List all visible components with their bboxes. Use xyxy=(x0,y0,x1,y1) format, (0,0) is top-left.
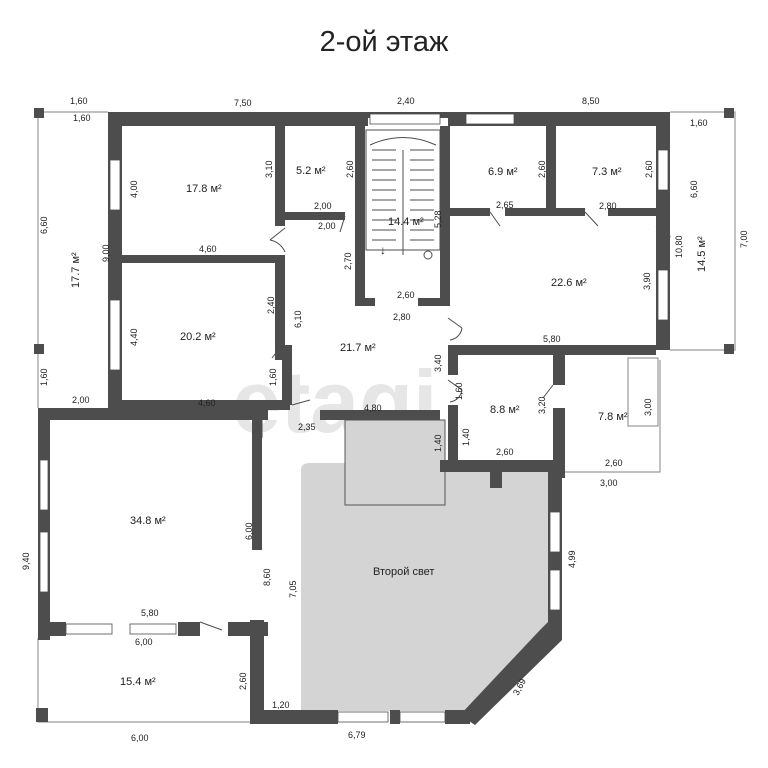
dim-label: 2,40 xyxy=(397,96,415,106)
dim-label: 1,40 xyxy=(461,428,471,446)
dim-label: 6,00 xyxy=(244,522,254,540)
dim-label: 7,50 xyxy=(234,98,252,108)
dim-label: 9,00 xyxy=(101,244,111,262)
room-area-14-4: 14.4 м² xyxy=(388,216,424,228)
dim-label: 1,60 xyxy=(454,382,464,400)
dim-label: 2,60 xyxy=(397,290,415,300)
dim-label: 2,00 xyxy=(72,395,90,405)
dim-label: 4,00 xyxy=(129,180,139,198)
dim-label: 3,00 xyxy=(643,398,653,416)
dim-label: 2,60 xyxy=(644,160,654,178)
dim-label: 4,60 xyxy=(198,398,216,408)
balcony-outlines xyxy=(37,111,736,723)
dim-label: 2,80 xyxy=(599,201,617,211)
room-area-15-4: 15.4 м² xyxy=(120,676,156,688)
stair-opening xyxy=(344,419,446,506)
room-area-14-5: 22.6 м² xyxy=(551,277,587,289)
dim-label: 7,05 xyxy=(288,580,298,598)
dim-label: 4,60 xyxy=(199,244,217,254)
room-area-6-9: 6.9 м² xyxy=(488,166,518,178)
dim-label: 8,50 xyxy=(582,96,600,106)
dim-label: 5,80 xyxy=(141,608,159,618)
dim-label: 3,90 xyxy=(642,272,652,290)
doors xyxy=(199,211,671,631)
dim-label: 1,60 xyxy=(268,368,278,386)
room-area-20-2: 20.2 м² xyxy=(180,331,216,343)
dim-label: 1,40 xyxy=(433,434,443,452)
room-area-21-7: 21.7 м² xyxy=(340,342,376,354)
dim-label: 1,60 xyxy=(39,368,49,386)
dim-label: 3,10 xyxy=(264,160,274,178)
dim-label: 3,40 xyxy=(433,354,443,372)
dim-label: 9,40 xyxy=(21,552,31,570)
room-area-14-5-balcony: 14.5 м² xyxy=(696,236,708,272)
windows xyxy=(39,113,669,723)
dim-label: 4,40 xyxy=(129,328,139,346)
dim-label: 5,80 xyxy=(543,334,561,344)
room-area-17-8: 17.8 м² xyxy=(186,183,222,195)
dim-label: 2,40 xyxy=(266,296,276,314)
dim-label: 2,00 xyxy=(318,221,336,231)
room-area-7-8: 7.8 м² xyxy=(598,411,628,423)
dim-label: 2,60 xyxy=(238,672,248,690)
dim-label: 8,60 xyxy=(262,568,272,586)
dim-label: 5,28 xyxy=(433,210,443,228)
dim-label: 1,60 xyxy=(70,96,88,106)
dim-label: 2,00 xyxy=(314,201,332,211)
dim-label: 2,70 xyxy=(343,252,353,270)
dim-label: 2,35 xyxy=(298,422,316,432)
dim-label: 4,80 xyxy=(364,403,382,413)
stair-direction-icon: ↓ xyxy=(380,243,386,257)
dimension-labels: 1,60 7,50 2,40 8,50 1,60 1,60 6,60 4,00 … xyxy=(21,96,749,743)
dim-label: 3,20 xyxy=(537,396,547,414)
dim-label: 1,60 xyxy=(690,118,708,128)
void-label: Второй свет xyxy=(373,566,434,578)
dim-label: 10,80 xyxy=(674,235,684,258)
dim-label: 2,60 xyxy=(537,160,547,178)
dim-label: 2,60 xyxy=(496,447,514,457)
dim-label: 4,99 xyxy=(567,550,577,568)
room-area-8-8: 8.8 м² xyxy=(490,404,520,416)
dim-label: 6,60 xyxy=(39,216,49,234)
room-area-7-3: 7.3 м² xyxy=(592,166,622,178)
dim-label: 3,00 xyxy=(600,478,618,488)
dim-label: 2,80 xyxy=(393,312,411,322)
dim-label: 2,60 xyxy=(345,160,355,178)
dim-label: 6,00 xyxy=(131,733,149,743)
room-area-17-7: 17.7 м² xyxy=(70,252,82,288)
room-labels: 17.8 м² 5.2 м² 14.4 м² 6.9 м² 7.3 м² 17.… xyxy=(70,165,708,688)
dim-label: 6,10 xyxy=(293,310,303,328)
floor-title: 2-ой этаж xyxy=(319,26,449,58)
room-area-5-2: 5.2 м² xyxy=(296,165,326,177)
dim-label: 6,79 xyxy=(348,730,366,740)
dim-label: 6,60 xyxy=(689,180,699,198)
dim-label: 1,20 xyxy=(272,700,290,710)
stair xyxy=(365,129,441,260)
dim-label: 1,60 xyxy=(73,113,91,123)
dim-label: 6,00 xyxy=(135,637,153,647)
dim-label: 7,00 xyxy=(739,230,749,248)
room-area-34-8: 34.8 м² xyxy=(130,515,166,527)
dim-label: 2,60 xyxy=(605,458,623,468)
dim-label: 2,65 xyxy=(496,200,514,210)
